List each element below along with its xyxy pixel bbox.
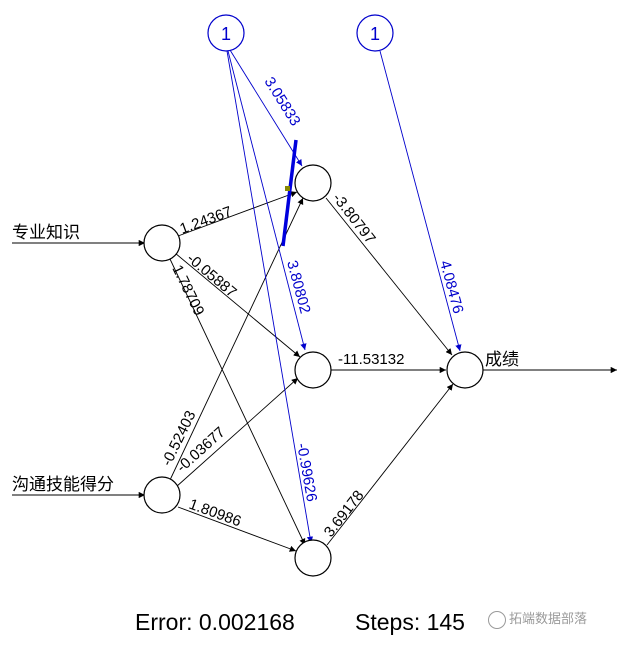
output-node bbox=[446, 351, 484, 389]
edge-b1-h3 bbox=[226, 50, 314, 544]
bias-node-1 bbox=[207, 14, 245, 52]
input-node-2 bbox=[143, 476, 181, 514]
edge-h1-out bbox=[325, 197, 453, 356]
edge-b1-h2 bbox=[227, 50, 307, 351]
weight-b1-h2: 3.80802 bbox=[283, 259, 313, 316]
weight-h3-out: 3.69178 bbox=[321, 487, 368, 540]
output-label: 成绩 bbox=[485, 350, 519, 370]
error-label: Error: 0.002168 bbox=[135, 609, 295, 635]
input-label-1: 专业知识 bbox=[12, 223, 80, 243]
weight-h1-out: -3.80797 bbox=[329, 190, 379, 247]
input-label-2: 沟通技能得分 bbox=[12, 475, 114, 495]
weight-in1-h1: 1.24367 bbox=[178, 203, 235, 238]
edge-b1-h1 bbox=[229, 49, 303, 167]
edge-in2-h3 bbox=[177, 506, 297, 552]
weight-b1-h3: -0.99626 bbox=[293, 442, 320, 503]
steps-label: Steps: 145 bbox=[355, 609, 465, 635]
edge-in1-h1 bbox=[177, 191, 298, 237]
hidden-node-1 bbox=[294, 164, 332, 202]
bias-label-2: 1 bbox=[370, 24, 380, 44]
weight-h2-out: -11.53132 bbox=[338, 351, 404, 368]
highlight-segment bbox=[281, 139, 298, 247]
watermark-logo-icon bbox=[488, 610, 506, 629]
hidden-node-3 bbox=[294, 539, 332, 577]
edge-in1-h2 bbox=[174, 252, 301, 358]
edge-in1-h3 bbox=[169, 258, 306, 546]
watermark: 拓端数据部落 bbox=[488, 608, 587, 629]
hidden-node-2 bbox=[294, 351, 332, 389]
watermark-text: 拓端数据部落 bbox=[509, 612, 588, 627]
weight-in2-h3: 1.80986 bbox=[187, 496, 244, 531]
weight-b1-h1: 3.05833 bbox=[261, 74, 304, 129]
edge-h3-out bbox=[326, 383, 454, 546]
edge-in2-h1 bbox=[169, 197, 304, 481]
bias-label-1: 1 bbox=[221, 24, 231, 44]
edge-in2-h2 bbox=[175, 377, 299, 488]
input-node-1 bbox=[143, 224, 181, 262]
weight-b2-out: 4.08476 bbox=[436, 259, 466, 316]
edge-b2-out bbox=[379, 50, 462, 352]
highlight-marker bbox=[285, 186, 290, 191]
bias-node-2 bbox=[356, 14, 394, 52]
